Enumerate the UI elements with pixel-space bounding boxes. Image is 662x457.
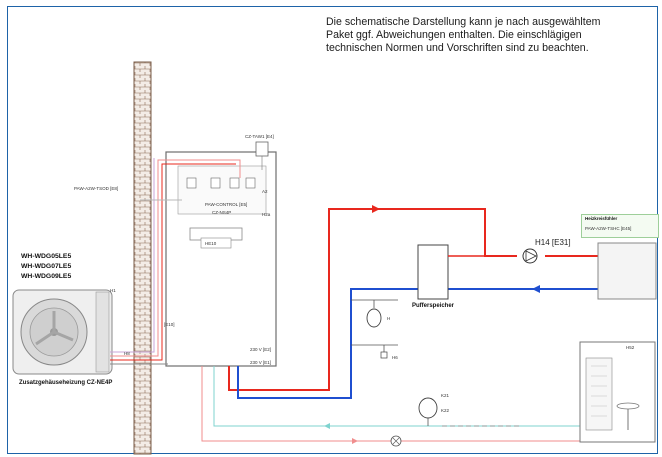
tag-a2: A2 bbox=[262, 189, 268, 194]
expansion-vessel bbox=[366, 308, 382, 328]
outdoor-unit-shape bbox=[12, 289, 113, 375]
note-line-2: Paket ggf. Abweichungen enthalten. Die e… bbox=[326, 29, 582, 41]
bathroom-illustration bbox=[579, 341, 656, 443]
note-line-3: technischen Normen und Vorschriften sind… bbox=[326, 42, 589, 54]
return-line bbox=[237, 288, 418, 399]
refrigerant-lines bbox=[110, 158, 241, 365]
indoor-unit-shape bbox=[165, 151, 277, 367]
valve-group bbox=[351, 299, 398, 352]
outdoor-model-1: WH-WDG05LE5 bbox=[21, 253, 72, 260]
pump-symbol bbox=[522, 248, 538, 264]
power-label-1: 230 V [E2] bbox=[250, 347, 272, 352]
remote-controller bbox=[255, 141, 269, 157]
note-line-1: Die schematische Darstellung kann je nac… bbox=[326, 16, 601, 28]
valve-k22: K22 bbox=[441, 408, 450, 413]
valve-k21: K21 bbox=[441, 393, 450, 398]
remote-label: CZ-TAW1 [E4] bbox=[245, 134, 274, 139]
dhw-warm-line bbox=[201, 366, 580, 442]
buffer-tank bbox=[417, 244, 449, 300]
diagram-frame bbox=[7, 6, 658, 454]
outdoor-model-3: WH-WDG09LE5 bbox=[21, 273, 72, 280]
buffer-label: Pufferspeicher bbox=[412, 303, 455, 309]
board-sub: CZ-NS4P bbox=[212, 210, 232, 215]
dhw-cold-line bbox=[213, 366, 580, 427]
outdoor-model-2: WH-WDG07LE5 bbox=[21, 263, 72, 270]
board-label: PAW-CONTROL [E5] bbox=[205, 202, 248, 207]
tag-h2a: H2a bbox=[262, 212, 271, 217]
disclaimer-note: Die schematische Darstellung kann je nac… bbox=[326, 16, 656, 55]
power-label-2: 230 V [E1] bbox=[250, 360, 272, 365]
bathroom-tag: H52 bbox=[626, 345, 635, 350]
heating-circuit-sensor-box bbox=[581, 214, 659, 238]
sensor-label: PAW-A2W-TSOD [E8] bbox=[74, 186, 119, 191]
pump-label: H14 [E31] bbox=[535, 238, 571, 247]
heater-label: Zusatzgehäuseheizung CZ-NE4P bbox=[19, 380, 113, 386]
heating-circuit-block bbox=[597, 242, 657, 300]
heating-circuit-title: Heizkreisfühler bbox=[585, 216, 618, 221]
pipe-tag: H8 bbox=[124, 351, 130, 356]
junction-label: HE10 bbox=[205, 241, 217, 246]
expansion-vessel-2 bbox=[418, 397, 438, 419]
e10-label: [E10] bbox=[164, 322, 175, 327]
valve-h: H bbox=[387, 316, 391, 321]
chimney-wall bbox=[133, 61, 152, 455]
outdoor-tag: H1 bbox=[110, 288, 116, 293]
heating-circuit-sub: PAW-A2W-TSHC [E45] bbox=[585, 226, 632, 231]
valve-h6: H6 bbox=[392, 355, 398, 360]
